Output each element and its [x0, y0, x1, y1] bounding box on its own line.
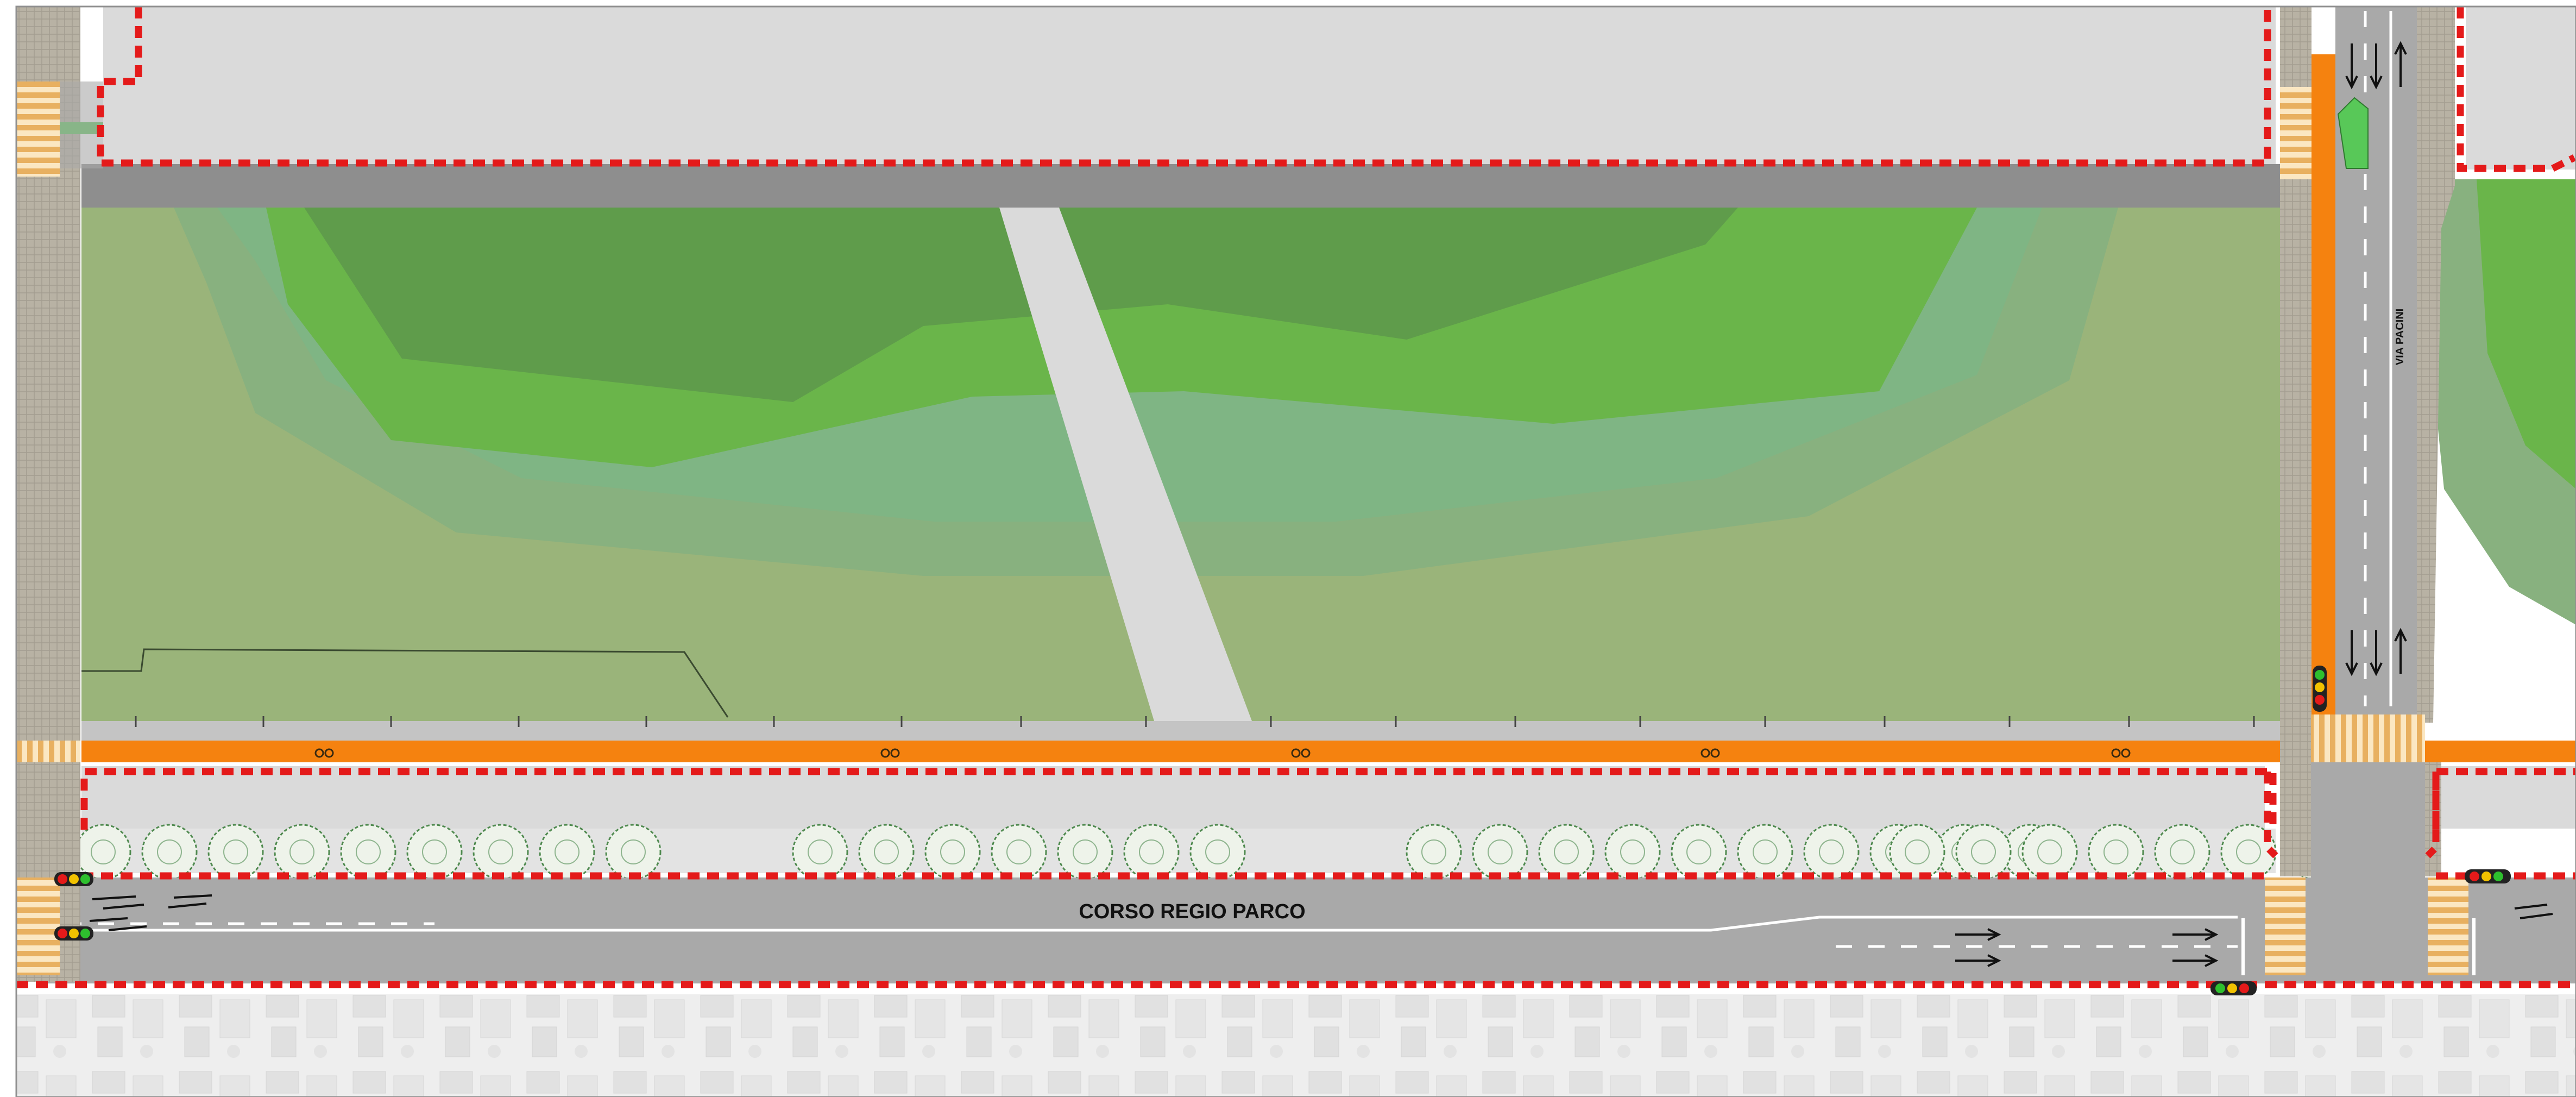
tree-icon [274, 824, 330, 880]
corso-crossing-east-1 [2265, 877, 2306, 975]
median-strip [81, 766, 2265, 829]
traffic-light-icon [54, 926, 93, 941]
tree-icon [1406, 824, 1462, 880]
bicycle-icon [2111, 748, 2131, 758]
bicycle-icon [1700, 748, 1720, 758]
tree-icon [1671, 824, 1727, 880]
main-road-label: CORSO REGIO PARCO [1079, 900, 1305, 923]
built-block-northeast [2466, 7, 2576, 170]
map-frame [15, 5, 2576, 1097]
traffic-lights [54, 666, 2511, 995]
traffic-light-icon [2210, 981, 2257, 995]
park-area [81, 179, 2576, 721]
tree-icon [2021, 824, 2078, 880]
tree-icon [473, 824, 529, 880]
street-trees [75, 824, 2409, 880]
north-service-road [81, 164, 2292, 208]
urban-basemap [16, 994, 2576, 1097]
park-footpath [999, 208, 1252, 721]
tree-icon [207, 824, 264, 880]
side-road-label: VIA PACINI [2394, 309, 2406, 365]
tree-icon [924, 824, 981, 880]
bollards [135, 716, 2255, 727]
via-pacini-arrows [2345, 41, 2407, 676]
tree-icon [75, 824, 131, 880]
east-sidewalk-right [2417, 7, 2455, 186]
west-road-stub [60, 82, 103, 168]
tree-icon [1889, 824, 1945, 880]
tree-icon [991, 824, 1047, 880]
tree-icon [1538, 824, 1595, 880]
via-pacini-zebra [2311, 714, 2425, 762]
tree-icon [1472, 824, 1528, 880]
via-pacini-markings [2364, 11, 2392, 706]
median-strip-east [2430, 766, 2576, 829]
east-cycle-crossing [2441, 741, 2576, 762]
bicycle-icon [1291, 748, 1311, 758]
traffic-light-icon [2313, 666, 2327, 712]
west-crossing-north [16, 82, 60, 177]
tree-icon [1057, 824, 1113, 880]
tree-icon [858, 824, 915, 880]
tree-icon [2154, 824, 2210, 880]
bicycle-symbols [314, 748, 2131, 758]
corso-crossing-east-2 [2428, 877, 2468, 975]
built-block-north [103, 7, 2276, 164]
tree-icon [1189, 824, 1246, 880]
tree-icon [1737, 824, 1793, 880]
tree-icon [141, 824, 198, 880]
tree-icon [2088, 824, 2144, 880]
via-pacini-south-carriageway [2311, 762, 2425, 877]
tree-icon [539, 824, 595, 880]
turn-arrows [89, 894, 2553, 967]
tree-icon [1803, 824, 1860, 880]
cycle-lane [81, 741, 2576, 762]
lane-markings [65, 880, 2476, 975]
tree-icon [1604, 824, 1661, 880]
cycle-path-sidewalk [81, 721, 2287, 742]
east-sidewalk-south-left [2280, 762, 2311, 876]
west-crossing-south [16, 877, 60, 975]
tree-icon [406, 824, 463, 880]
project-boundary [16, 7, 2576, 988]
bicycle-icon [880, 748, 900, 758]
tree-icon [1955, 824, 2012, 880]
east-sidewalk-curve [2417, 186, 2455, 723]
tree-icon [792, 824, 848, 880]
traffic-light-icon [2465, 869, 2511, 883]
tree-icon [1123, 824, 1180, 880]
tree-icon [340, 824, 396, 880]
west-cycle-crossing [16, 741, 80, 762]
tree-icon [605, 824, 662, 880]
traffic-light-icon [54, 872, 93, 886]
via-pacini-traffic-island [2337, 97, 2369, 169]
via-pacini-crossing-north [2280, 87, 2312, 179]
bicycle-icon [314, 748, 334, 758]
via-pacini-cycle-lane [2312, 54, 2335, 755]
